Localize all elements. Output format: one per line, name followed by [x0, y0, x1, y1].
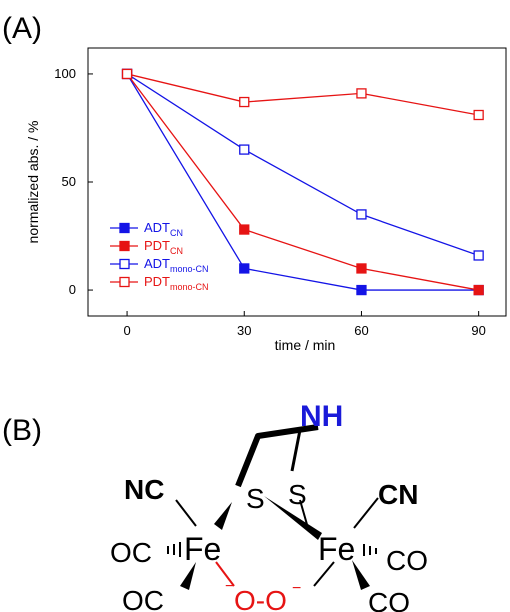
atom-s-left: S — [246, 483, 265, 514]
series-3-point-1 — [239, 96, 250, 108]
legend-label-2: ADTmono-CN — [144, 256, 209, 274]
bond-cn-fe — [353, 497, 379, 529]
bond-s-fe-right — [299, 499, 309, 529]
series-1-point-2 — [356, 263, 367, 274]
bond-fe-o-right — [313, 561, 335, 587]
x-axis-title: time / min — [275, 337, 336, 353]
series-3-point-3 — [473, 109, 484, 121]
bond-nc-fe — [175, 499, 197, 527]
bond-fe-co-right-bottom-wedge — [352, 560, 370, 590]
series-0-point-1 — [239, 263, 250, 274]
ligand-oc-left-top: OC — [110, 537, 152, 568]
legend-marker-3 — [119, 276, 130, 288]
series-line-1 — [126, 73, 479, 291]
y-tick-label-1: 50 — [62, 174, 76, 189]
legend-label-3: PDTmono-CN — [144, 274, 209, 292]
bond-s-bridge-left — [235, 424, 319, 488]
x-tick-label-1: 30 — [237, 323, 251, 338]
bond-oc-fe-left-hashed — [167, 542, 181, 557]
series-2-point-3 — [473, 250, 484, 261]
series-3-point-2 — [356, 88, 367, 99]
series-2-point-1 — [239, 144, 250, 155]
bond-fe-co-right-hashed — [363, 544, 377, 556]
atom-cn: CN — [378, 479, 418, 510]
series-0-point-2 — [356, 284, 367, 296]
bond-fe-o-left — [215, 561, 235, 587]
y-tick-label-2: 100 — [54, 66, 76, 81]
bond-s-fe-right-wedge — [264, 496, 322, 540]
series-2-point-2 — [356, 209, 367, 220]
peroxo-charge-right: − — [292, 580, 301, 597]
x-tick-label-0: 0 — [123, 323, 130, 338]
panel-label-b: (B) — [2, 414, 42, 447]
bond-s-bridge-right — [290, 425, 319, 472]
legend-marker-1 — [119, 240, 130, 252]
atom-fe-right: Fe — [318, 531, 355, 567]
axis-ticks: 0 30 60 90 0 50 100 — [54, 66, 486, 338]
series-line-3 — [126, 73, 479, 116]
series-3-point-0 — [121, 68, 133, 80]
legend-label-0: ADTCN — [144, 220, 183, 238]
atom-fe-left: Fe — [184, 531, 221, 567]
peroxo-charge-left: − — [225, 578, 234, 595]
series-layer — [121, 68, 484, 296]
y-axis-title: normalized abs. / % — [25, 121, 41, 244]
bond-s-fe-left-wedge — [214, 502, 232, 530]
series-1-point-3 — [473, 284, 484, 296]
atom-s-right: S — [288, 479, 307, 510]
atom-nc: NC — [124, 474, 164, 505]
ligand-co-right-top: CO — [386, 545, 428, 576]
ligand-oc-left-bottom: OC — [122, 585, 164, 612]
x-tick-label-2: 60 — [354, 323, 368, 338]
legend-marker-2 — [119, 258, 130, 270]
chemical-structure: NH S S NC CN Fe Fe OC OC CO CO − O-O − — [110, 400, 428, 612]
ligand-co-right-bottom: CO — [368, 587, 410, 612]
series-line-2 — [126, 73, 479, 257]
legend-label-1: PDTCN — [144, 238, 183, 256]
bond-oc-fe-left-bottom-wedge — [180, 562, 196, 590]
atom-nh: NH — [300, 400, 343, 433]
series-1-point-1 — [239, 224, 250, 235]
peroxo-ligand: O-O — [234, 585, 287, 612]
line-chart: 0 30 60 90 0 50 100 time / min normalized abs.… — [25, 47, 507, 353]
x-tick-label-3: 90 — [471, 323, 485, 338]
series-line-0 — [126, 73, 479, 291]
panel-label-a: (A) — [2, 12, 42, 45]
legend-marker-0 — [119, 222, 130, 234]
y-tick-label-0: 0 — [69, 282, 76, 297]
